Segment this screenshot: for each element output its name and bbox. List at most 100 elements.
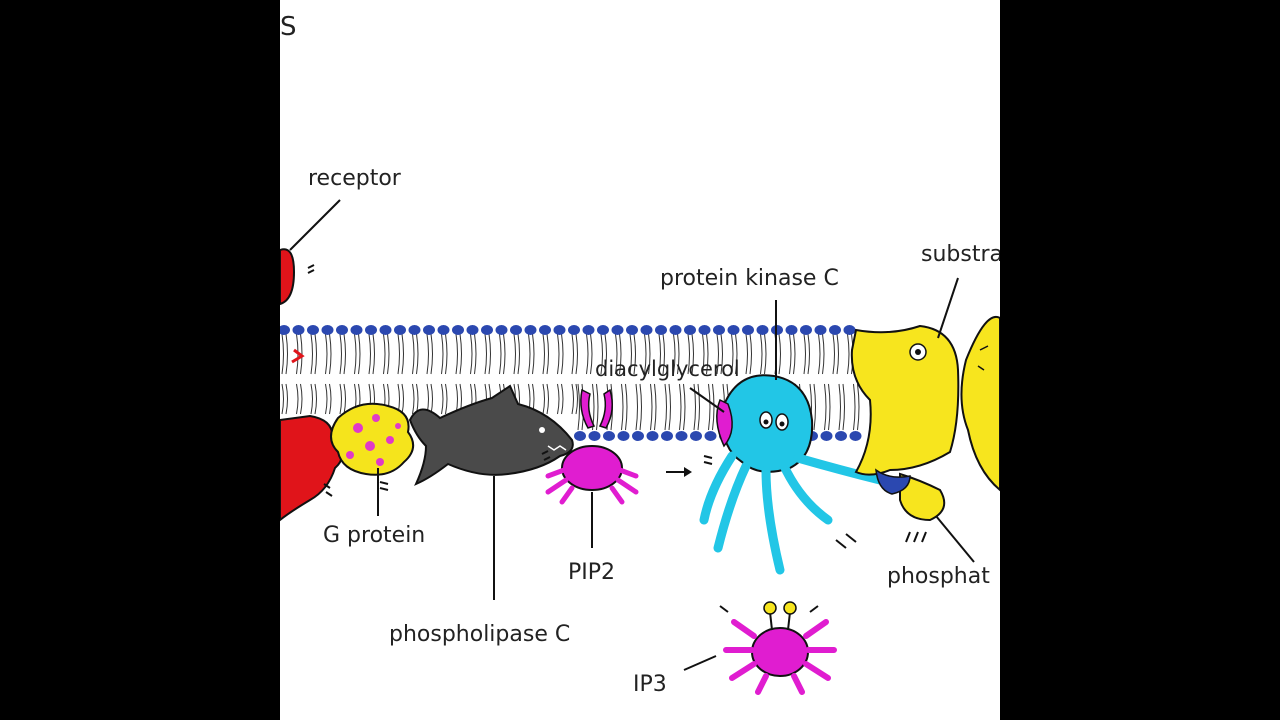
lipid-tail (778, 333, 781, 375)
lipid-head (626, 325, 638, 335)
lipid-tail (412, 383, 415, 415)
lipid-head (597, 325, 609, 335)
lipid-tail (285, 333, 288, 375)
lipid-tail (571, 333, 574, 375)
lipid-head (849, 431, 862, 441)
lipid-tail (455, 333, 458, 375)
lipid-head (835, 431, 847, 441)
lipid-tail (310, 333, 313, 375)
lipid-tail (677, 333, 680, 375)
lipid-head (727, 325, 740, 335)
lipid-tail (828, 383, 831, 431)
phospholipase-c-shape (408, 384, 574, 486)
lipid-tail (658, 333, 661, 375)
lipid-head (617, 431, 630, 441)
lipid-head (292, 325, 305, 335)
lipid-tail (625, 383, 628, 431)
lipid-head (495, 325, 508, 335)
lipid-tail (354, 333, 357, 375)
lipid-tail (838, 383, 841, 431)
lipid-tail (575, 383, 578, 415)
ip3-shape (719, 601, 837, 695)
lipid-head (553, 325, 566, 335)
lipid-head (452, 325, 464, 335)
leader-phosphate (935, 515, 975, 563)
lipid-tail (793, 333, 796, 375)
g-protein-shape (323, 402, 415, 497)
lipid-tail (720, 333, 723, 375)
lipid-tail (650, 383, 653, 431)
lipid-tail (329, 383, 332, 415)
lipid-tail (683, 383, 686, 431)
leader-lines (289, 199, 975, 671)
label-ip3: IP3 (633, 672, 667, 697)
lipid-head (481, 325, 493, 335)
lipid-head (394, 325, 406, 335)
lipid-tail (764, 333, 767, 375)
label-substrate: substra (921, 242, 1000, 267)
lipid-tail (590, 333, 593, 375)
lipid-tail (296, 383, 299, 415)
lipid-head (379, 325, 392, 335)
lipid-tail (621, 383, 624, 431)
lipid-tail (604, 333, 607, 375)
reaction-arrow (666, 455, 713, 477)
lipid-head (785, 325, 798, 335)
lipid-tail (430, 383, 433, 415)
lipid-tail (712, 383, 715, 431)
lipid-tail (853, 383, 856, 431)
lipid-tail (474, 333, 477, 375)
lipid-head (698, 325, 711, 335)
lipid-head (756, 325, 769, 335)
lipid-tail (441, 383, 444, 415)
lipid-tail (619, 333, 622, 375)
lipid-tail (745, 333, 748, 375)
lipid-tail (735, 333, 738, 375)
label-diacylglycerol: diacylglycerol (595, 357, 740, 381)
lipid-head (843, 325, 856, 335)
lipid-head (800, 325, 812, 335)
leader-ip3 (683, 655, 717, 671)
lipid-tail (542, 383, 545, 415)
lipid-head (690, 431, 702, 441)
lipid-tail (459, 333, 462, 375)
label-pip2: PIP2 (568, 560, 616, 585)
lipid-tail (401, 333, 404, 375)
lipid-tail (697, 383, 700, 431)
lipid-tail (633, 333, 636, 375)
lipid-tail (372, 333, 375, 375)
lipid-head (350, 325, 363, 335)
lipid-tail (368, 333, 371, 375)
lipid-tail (842, 383, 845, 431)
lipid-tail (664, 383, 667, 431)
lipid-head (713, 325, 725, 335)
lipid-head (437, 325, 450, 335)
lipid-tail (542, 333, 545, 375)
lipid-tail (629, 333, 632, 375)
lipid-head (704, 431, 717, 441)
lipid-head (466, 325, 479, 335)
lipid-tail (528, 333, 531, 375)
lipid-tail (358, 333, 361, 375)
label-protein-kinase-c: protein kinase C (660, 266, 839, 291)
lipid-tail (503, 333, 506, 375)
lipid-tail (803, 333, 806, 375)
lipid-tail (517, 333, 520, 375)
lipid-tail (644, 333, 647, 375)
lipid-tail (600, 333, 603, 375)
label-phosphate: phosphat (887, 564, 990, 589)
lipid-head (611, 325, 624, 335)
lipid-tail (847, 333, 850, 375)
diagram-panel: S receptor G protein phospholipase C PIP… (280, 0, 1000, 720)
leader-substrate (937, 277, 959, 339)
lipid-tail (749, 333, 752, 375)
lipid-tail (708, 383, 711, 431)
lipid-tail (314, 383, 317, 415)
lipid-head (336, 325, 348, 335)
lipid-tail (832, 333, 835, 375)
lipid-head (684, 325, 696, 335)
lipid-tail (687, 333, 690, 375)
lipid-tail (679, 383, 682, 431)
lipid-head (321, 325, 334, 335)
lipid-tail (314, 333, 317, 375)
